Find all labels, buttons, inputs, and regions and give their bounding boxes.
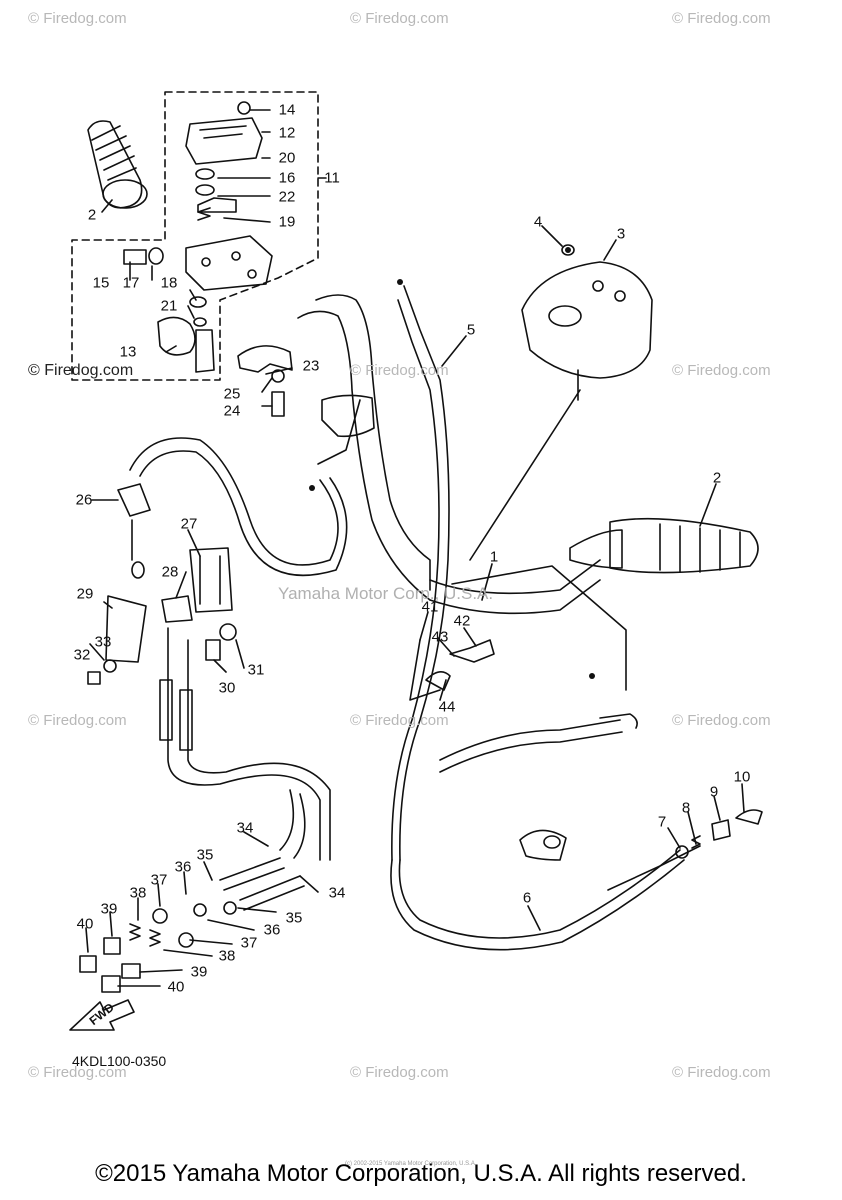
callout-15: 15 [92, 274, 110, 292]
callout-18: 18 [160, 274, 178, 292]
callout-19: 19 [278, 213, 296, 231]
firedog-label: © Firedog.com [28, 362, 134, 379]
callout-40-lower: 40 [167, 978, 185, 996]
callout-42: 42 [453, 612, 471, 630]
watermark-top-left: © Firedog.com [28, 10, 127, 27]
callout-36-upper: 36 [174, 858, 192, 876]
callout-33: 33 [94, 633, 112, 651]
callout-38-upper: 38 [129, 884, 147, 902]
right-grip [569, 517, 759, 574]
callout-9: 9 [709, 783, 719, 801]
watermark-top-center: © Firedog.com [350, 10, 449, 27]
diagram-code: 4KDL100-0350 [72, 1053, 167, 1069]
left-grip [87, 120, 148, 209]
callout-26: 26 [75, 491, 93, 509]
callout-2-left: 2 [87, 206, 97, 224]
callout-34-lower: 34 [328, 884, 346, 902]
callout-4: 4 [533, 213, 543, 231]
callout-43: 43 [431, 628, 449, 646]
callout-30: 30 [218, 679, 236, 697]
callout-25: 25 [223, 385, 241, 403]
callout-41: 41 [421, 598, 439, 616]
fwd-arrow [69, 999, 135, 1031]
throttle-housing [521, 244, 653, 379]
cable-6 [398, 849, 681, 939]
callout-35-lower: 35 [285, 909, 303, 927]
watermark-mid-center: © Firedog.com [350, 362, 449, 379]
callout-2-right: 2 [712, 469, 722, 487]
switch-housing-upper [185, 101, 263, 165]
callout-23: 23 [302, 357, 320, 375]
cable-5 [399, 285, 450, 861]
callout-27: 27 [180, 515, 198, 533]
watermark-bottom-left: © Firedog.com [28, 1064, 127, 1081]
tiny-copyright: (c) 2002-2015 Yamaha Motor Corporation, … [345, 1161, 477, 1167]
callout-11: 11 [324, 169, 340, 187]
callout-22: 22 [278, 188, 296, 206]
callout-39-lower: 39 [190, 963, 208, 981]
handlebar [297, 294, 601, 615]
callout-17: 17 [122, 274, 140, 292]
watermark-low-right: © Firedog.com [672, 712, 771, 729]
watermark-low-center: © Firedog.com [350, 712, 449, 729]
watermark-yamaha: Yamaha Motor Corp., U.S.A. [278, 584, 494, 603]
callout-8: 8 [681, 799, 691, 817]
callout-10: 10 [733, 768, 751, 786]
callout-20: 20 [278, 149, 296, 167]
callout-14: 14 [278, 101, 296, 119]
callout-29: 29 [76, 585, 94, 603]
callout-36-lower: 36 [263, 921, 281, 939]
callout-37-upper: 37 [150, 871, 168, 889]
callout-40-upper: 40 [76, 915, 94, 933]
callout-35-upper: 35 [196, 846, 214, 864]
callout-7: 7 [657, 813, 667, 831]
assembly-dashed-box [71, 91, 319, 381]
callout-16: 16 [278, 169, 296, 187]
watermark-bottom-right: © Firedog.com [672, 1064, 771, 1081]
callout-13: 13 [119, 343, 137, 361]
callout-12: 12 [278, 124, 296, 142]
callout-21: 21 [160, 297, 178, 315]
copyright-footer: ©2015 Yamaha Motor Corporation, U.S.A. A… [95, 1160, 747, 1187]
watermark-top-right: © Firedog.com [672, 10, 771, 27]
callout-28: 28 [161, 563, 179, 581]
callout-31: 31 [247, 661, 265, 679]
cable-26 [129, 437, 339, 566]
callout-3: 3 [616, 225, 626, 243]
watermark-bottom-center: © Firedog.com [350, 1064, 449, 1081]
callout-39-upper: 39 [100, 900, 118, 918]
callout-37-lower: 37 [240, 934, 258, 952]
watermark-low-left: © Firedog.com [28, 712, 127, 729]
callout-5: 5 [466, 321, 476, 339]
callout-32: 32 [73, 646, 91, 664]
callout-38-lower: 38 [218, 947, 236, 965]
callout-24: 24 [223, 402, 241, 420]
callout-1: 1 [489, 548, 499, 566]
callout-34-upper: 34 [236, 819, 254, 837]
callout-44: 44 [438, 698, 456, 716]
switch-housing-lower [185, 235, 273, 291]
callout-6: 6 [522, 889, 532, 907]
watermark-mid-right: © Firedog.com [672, 362, 771, 379]
